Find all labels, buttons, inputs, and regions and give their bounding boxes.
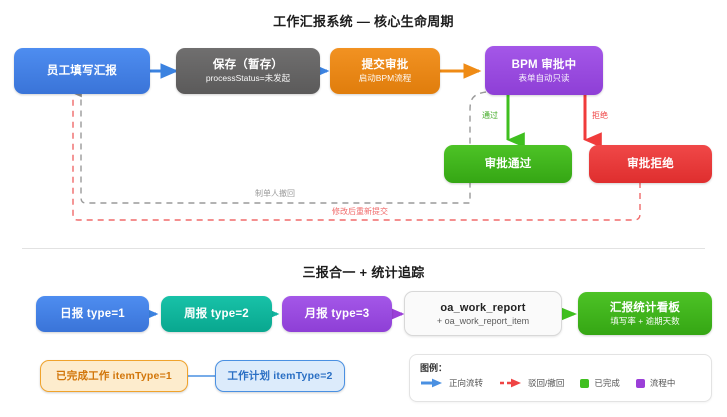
node-save-draft-subtitle: processStatus=未发起 xyxy=(205,73,291,83)
node-weekly[interactable]: 周报 type=2 xyxy=(161,296,272,332)
node-item-done-title: 已完成工作 itemType=1 xyxy=(56,370,172,382)
node-weekly-title: 周报 type=2 xyxy=(184,308,249,320)
node-save-draft[interactable]: 保存（暂存） processStatus=未发起 xyxy=(176,48,320,94)
node-dashboard[interactable]: 汇报统计看板 填写率 + 逾期天数 xyxy=(578,292,712,335)
node-submit-approve-title: 提交审批 xyxy=(361,59,409,71)
node-submit-approve[interactable]: 提交审批 启动BPM流程 xyxy=(330,48,440,94)
node-bpm-running-subtitle: 表单自动只读 xyxy=(518,72,570,83)
legend-label-forward: 正向流转 xyxy=(449,378,484,388)
node-rejected-title: 审批拒绝 xyxy=(627,158,674,170)
purple-swatch-icon xyxy=(635,378,645,388)
node-table-subtitle: + oa_work_report_item xyxy=(436,315,530,326)
legend-label-reject: 驳回/撤回 xyxy=(528,378,565,388)
section-divider xyxy=(22,248,705,249)
node-rejected[interactable]: 审批拒绝 xyxy=(589,145,712,183)
node-employee-fill[interactable]: 员工填写汇报 xyxy=(14,48,150,94)
node-table-title: oa_work_report xyxy=(440,301,526,314)
node-daily[interactable]: 日报 type=1 xyxy=(36,296,149,332)
node-monthly[interactable]: 月报 type=3 xyxy=(282,296,392,332)
node-item-plan[interactable]: 工作计划 itemType=2 xyxy=(215,360,345,392)
node-dashboard-title: 汇报统计看板 xyxy=(609,301,681,314)
node-submit-approve-subtitle: 启动BPM流程 xyxy=(358,73,412,83)
edge-label-reject: 拒绝 xyxy=(590,110,610,121)
node-table[interactable]: oa_work_report + oa_work_report_item xyxy=(404,291,562,336)
node-item-done[interactable]: 已完成工作 itemType=1 xyxy=(40,360,188,392)
legend-item-inprogress: 流程中 xyxy=(635,377,676,389)
legend-label-done: 已完成 xyxy=(594,378,620,388)
node-approved[interactable]: 审批通过 xyxy=(444,145,572,183)
edge-label-withdraw: 制单人撤回 xyxy=(253,188,297,199)
green-swatch-icon xyxy=(580,378,590,388)
edge-label-pass: 通过 xyxy=(480,110,500,121)
legend-panel: 图例： 正向流转 驳回/撤回 已完成 xyxy=(409,354,712,402)
node-bpm-running[interactable]: BPM 审批中 表单自动只读 xyxy=(485,46,603,95)
section-title-lifecycle: 工作汇报系统 — 核心生命周期 xyxy=(273,14,454,29)
legend-item-done: 已完成 xyxy=(580,377,620,389)
arrow-solid-icon xyxy=(421,378,442,388)
node-approved-title: 审批通过 xyxy=(484,158,532,170)
legend-items: 正向流转 驳回/撤回 已完成 流程中 xyxy=(420,377,691,389)
node-daily-title: 日报 type=1 xyxy=(60,308,125,320)
node-employee-fill-title: 员工填写汇报 xyxy=(46,65,118,77)
node-dashboard-subtitle: 填写率 + 逾期天数 xyxy=(610,315,680,326)
node-monthly-title: 月报 type=3 xyxy=(304,308,370,320)
edge-label-resubmit: 修改后重新提交 xyxy=(330,206,390,217)
node-item-plan-title: 工作计划 itemType=2 xyxy=(227,370,333,382)
arrow-dashed-icon xyxy=(500,378,522,388)
edge-withdraw-dashed xyxy=(72,88,487,204)
legend-label-inprogress: 流程中 xyxy=(649,378,676,388)
legend-item-reject: 驳回/撤回 xyxy=(499,377,564,389)
section-title-stats: 三报合一 + 统计追踪 xyxy=(302,265,425,280)
node-save-draft-title: 保存（暂存） xyxy=(212,59,284,71)
node-bpm-running-title: BPM 审批中 xyxy=(511,58,577,71)
legend-item-forward: 正向流转 xyxy=(420,377,483,389)
legend-title: 图例： xyxy=(420,363,448,373)
